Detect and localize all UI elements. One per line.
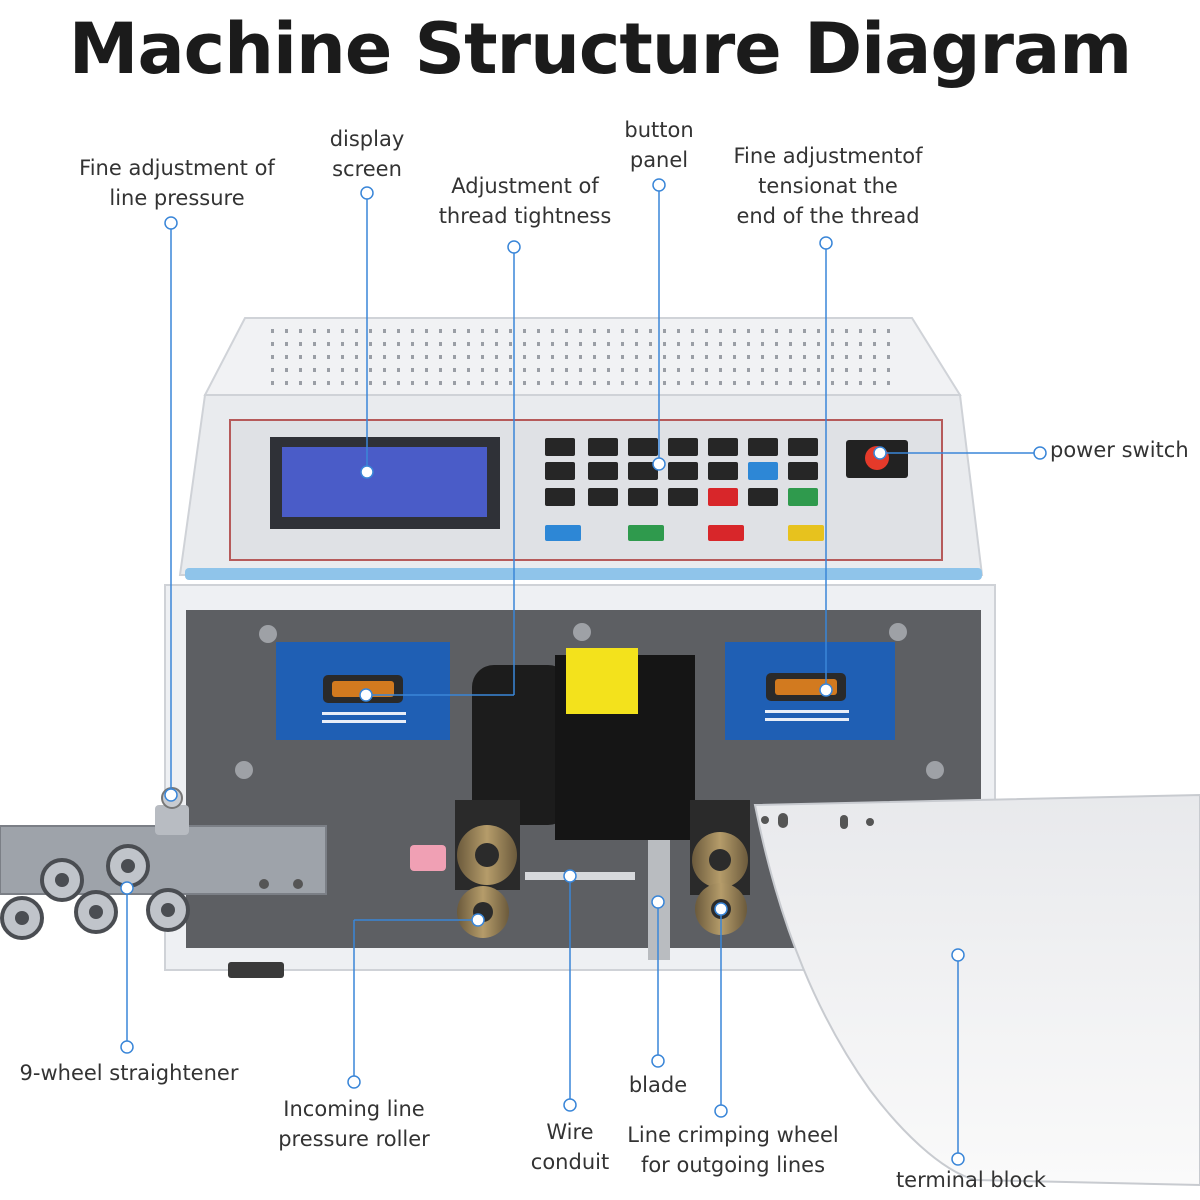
callout-line: Line crimping wheel (627, 1123, 839, 1147)
callout-dot (360, 465, 374, 479)
callout-line: line pressure (109, 186, 245, 210)
callout-fine-line-pressure: Fine adjustment of line pressure (72, 153, 282, 213)
callout-incoming-roller: Incoming line pressure roller (264, 1094, 444, 1154)
callout-line: Wire (546, 1120, 594, 1144)
callout-display-screen: display screen (312, 124, 422, 184)
callout-power-switch: power switch (1050, 435, 1190, 465)
callout-dot (347, 1075, 361, 1089)
callout-dot (714, 1104, 728, 1118)
terminal-tray-graphic (753, 793, 1200, 1187)
callout-dot (1033, 446, 1047, 460)
callout-line: thread tightness (438, 204, 612, 228)
wire-conduit-graphic (525, 872, 635, 880)
callout-line: panel (629, 148, 689, 172)
callout-dot (819, 236, 833, 250)
display-screen-graphic (282, 447, 487, 517)
callout-crimping-wheel: Line crimping wheel for outgoing lines (626, 1120, 840, 1180)
callout-dot (164, 216, 178, 230)
callout-dots (120, 178, 1047, 1166)
callout-dot (120, 881, 134, 895)
callout-dot (360, 186, 374, 200)
callout-line: button (624, 118, 694, 142)
machine-control-body (178, 394, 984, 580)
callout-dot (714, 902, 728, 916)
callout-dot (652, 178, 666, 192)
callout-dot (651, 1054, 665, 1068)
callout-line: conduit (530, 1150, 610, 1174)
callout-dot (164, 788, 178, 802)
callout-blade: blade (608, 1070, 708, 1100)
callout-terminal-block: terminal block (888, 1165, 1054, 1195)
callout-line: tensionat the (758, 174, 898, 198)
callout-line: Adjustment of (451, 174, 599, 198)
callout-dot (359, 688, 373, 702)
callout-straightener: 9-wheel straightener (14, 1058, 244, 1088)
callout-dot (471, 913, 485, 927)
callout-thread-tightness: Adjustment of thread tightness (430, 171, 620, 231)
callout-wire-conduit: Wire conduit (520, 1117, 620, 1177)
button-grid (545, 438, 824, 541)
tightness-knob-housing (472, 665, 570, 825)
callout-line: screen (332, 157, 402, 181)
callout-line: end of the thread (736, 204, 920, 228)
callout-dot (507, 240, 521, 254)
callout-dot (651, 895, 665, 909)
callout-dot (563, 869, 577, 883)
callout-dot (873, 446, 887, 460)
callout-line: terminal block (895, 1168, 1047, 1192)
callout-dot (951, 948, 965, 962)
page-title: Machine Structure Diagram (68, 8, 1132, 90)
callout-dot (120, 1040, 134, 1054)
roller-assembly (455, 800, 750, 938)
callout-tension-end: Fine adjustmentof tensionat the end of t… (723, 141, 933, 231)
callout-line: Incoming line (283, 1097, 425, 1121)
callout-dot (563, 1098, 577, 1112)
callout-button-panel: button panel (604, 115, 714, 175)
callout-line: display (329, 127, 405, 151)
callout-dot (819, 683, 833, 697)
callout-line: 9-wheel straightener (19, 1061, 239, 1085)
callout-line: power switch (1050, 438, 1189, 462)
callout-line: Fine adjustment of (79, 156, 275, 180)
callout-lines (126, 185, 1040, 1159)
callout-line: pressure roller (278, 1127, 430, 1151)
callout-dot (951, 1152, 965, 1166)
callout-dot (652, 457, 666, 471)
machine-top-case (203, 317, 962, 396)
callout-line: for outgoing lines (640, 1153, 826, 1177)
callout-line: blade (628, 1073, 688, 1097)
callout-line: Fine adjustmentof (733, 144, 923, 168)
